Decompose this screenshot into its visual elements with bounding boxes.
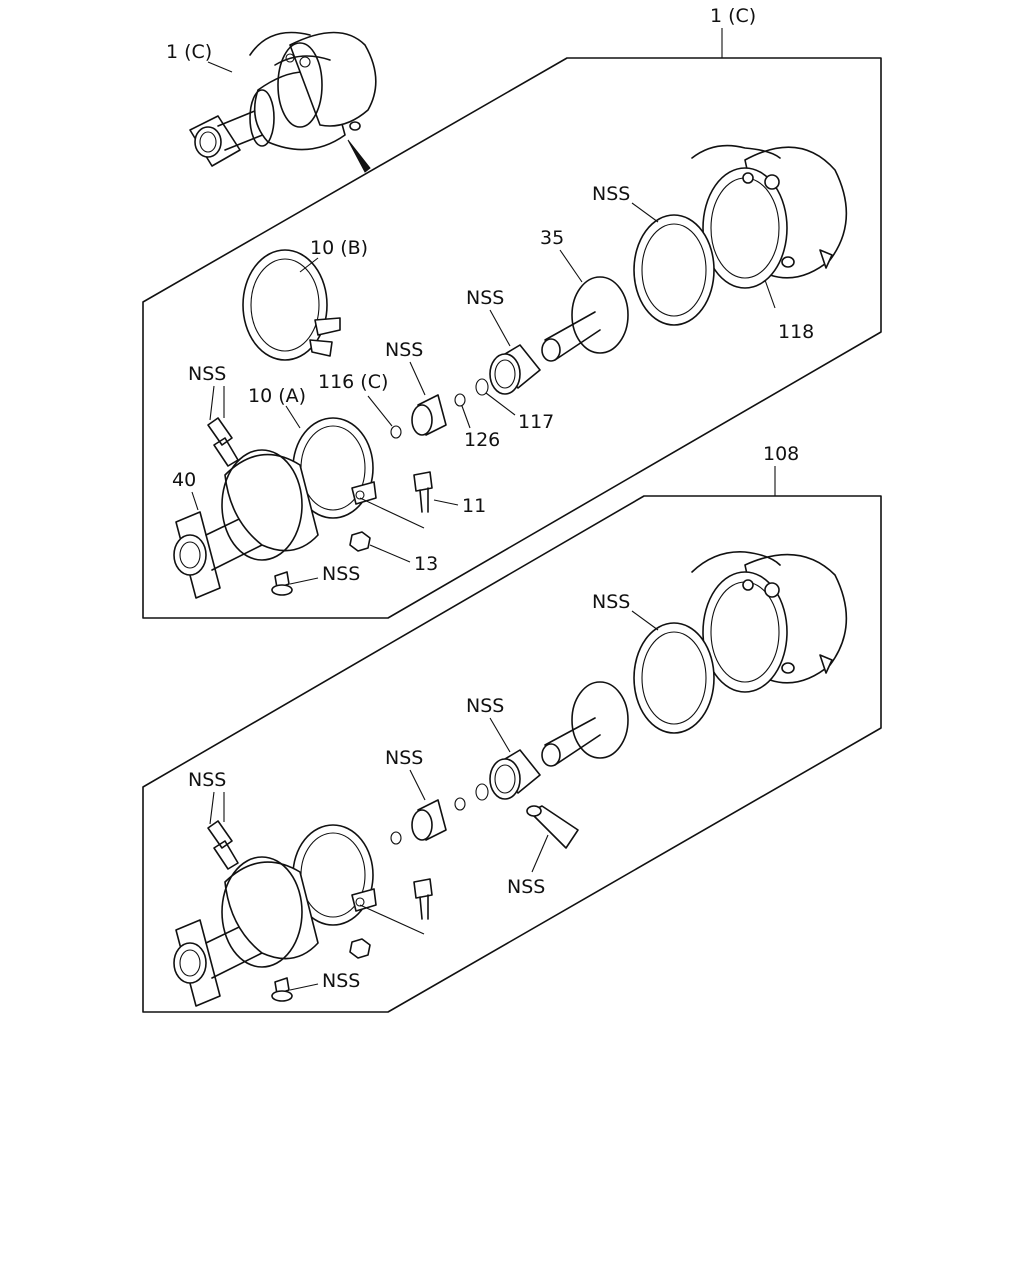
top-nut-13	[349, 531, 371, 552]
bottom-housing	[691, 551, 848, 693]
label-part-116c: 116 (C)	[318, 371, 388, 393]
top-sleeve	[489, 344, 541, 395]
bottom-shaft	[541, 681, 629, 767]
bottom-sensor	[271, 977, 293, 1002]
label-part-40: 40	[172, 469, 196, 491]
top-bolt-11	[413, 471, 433, 513]
top-washer-116c	[390, 425, 402, 439]
label-assy-group-bottom: 108	[763, 443, 799, 465]
bottom-clamp	[292, 824, 377, 926]
bottom-nut	[349, 938, 371, 959]
top-clamp-10b	[242, 249, 341, 361]
label-nss-plug-bottom: NSS	[507, 876, 545, 898]
top-seal-ring	[633, 214, 715, 326]
top-shaft	[541, 276, 629, 362]
label-nss-sensor-top: NSS	[322, 563, 360, 585]
top-housing	[691, 144, 848, 289]
overview-assembly	[189, 31, 377, 173]
label-nss-sensor-bottom: NSS	[322, 970, 360, 992]
label-part-118: 118	[778, 321, 814, 343]
top-sensor	[271, 571, 293, 596]
bottom-sleeve	[489, 749, 541, 800]
label-nss-seal-bottom: NSS	[592, 591, 630, 613]
bottom-small-washer	[390, 831, 402, 845]
top-exhaust-pipe-40	[173, 449, 319, 599]
label-part-10b: 10 (B)	[310, 237, 368, 259]
arrow-icon	[347, 139, 371, 173]
bottom-bushing	[411, 799, 447, 841]
bottom-oring	[475, 783, 489, 801]
top-bushing	[411, 394, 447, 436]
bottom-plug	[526, 805, 579, 849]
label-part-10a: 10 (A)	[248, 385, 306, 407]
label-part-13: 13	[414, 553, 438, 575]
group-bottom-outline	[142, 466, 882, 1013]
label-part-126: 126	[464, 429, 500, 451]
label-nss-gasket-top: NSS	[188, 363, 226, 385]
bottom-seal-ring	[633, 622, 715, 734]
label-part-35: 35	[540, 227, 564, 249]
bottom-gasket	[207, 820, 239, 870]
top-gasket	[207, 417, 239, 467]
label-part-11: 11	[462, 495, 486, 517]
label-nss-sleeve-bottom: NSS	[466, 695, 504, 717]
label-nss-bushing-top: NSS	[385, 339, 423, 361]
label-assy-group-top: 1 (C)	[710, 5, 756, 27]
label-nss-seal-top: NSS	[592, 183, 630, 205]
label-nss-bushing-bottom: NSS	[385, 747, 423, 769]
bottom-bolt	[413, 878, 433, 920]
group-top-outline	[142, 28, 882, 619]
top-oring-117	[475, 378, 489, 396]
label-assy-overview: 1 (C)	[166, 41, 212, 63]
label-part-117: 117	[518, 411, 554, 433]
label-nss-sleeve-top: NSS	[466, 287, 504, 309]
label-nss-gasket-bottom: NSS	[188, 769, 226, 791]
bottom-exhaust-pipe	[173, 856, 319, 1007]
overview-flange	[189, 115, 241, 167]
bottom-washer	[454, 797, 466, 811]
top-washer-126	[454, 393, 466, 407]
